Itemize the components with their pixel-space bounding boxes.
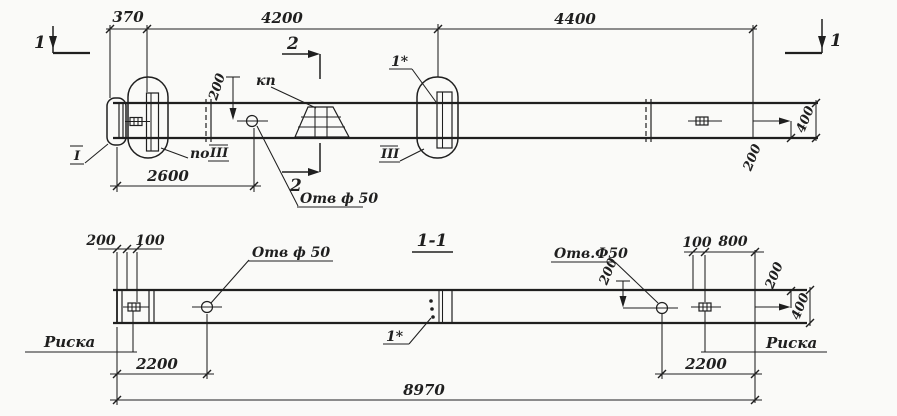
section-1-left-mark: 1: [34, 26, 90, 55]
roman-I-label: I: [73, 149, 81, 164]
view-title: 1-1: [412, 231, 453, 253]
section-2-bottom-mark: 2: [282, 143, 321, 196]
1star-callout-top: 1*: [389, 54, 437, 103]
dim-2200-right-label: 2200: [684, 355, 727, 373]
section-view-1-1: 1-1 Риска: [25, 231, 827, 405]
1star-label-bottom: 1*: [386, 329, 404, 345]
riska-mark-top-left: [125, 116, 150, 127]
riska-label-left: Риска: [43, 333, 95, 351]
dim-200-end-top: 200: [740, 117, 796, 174]
dim-100-left-label: 100: [135, 233, 164, 249]
hole-callout-bottom-right: Отв.Ф50: [551, 246, 659, 304]
roman-III-label-middle: III: [380, 147, 400, 162]
dim-chain-top: 370 4200 4400: [105, 8, 758, 139]
weld-joint-bottom-left: [148, 290, 155, 323]
dim-8970-label: 8970: [403, 381, 445, 399]
hole-bottom-left: [192, 300, 222, 314]
1star-callout-bottom: 1*: [383, 317, 432, 345]
weld-joint-right: [645, 99, 652, 142]
riska-callout-left: Риска: [25, 333, 137, 353]
riska-mark-bottom-right: [691, 302, 721, 352]
po-III-callout: по III: [160, 144, 229, 162]
dim-200-left-label: 200: [85, 233, 115, 249]
riska-label-right: Риска: [765, 334, 817, 352]
dim-200-100-left: 200 100: [85, 233, 165, 302]
dim-200-end-top-label: 200: [740, 142, 764, 174]
dim-200-hole-right: 200: [596, 256, 630, 308]
hole-label-top: Отв ф 50: [300, 191, 378, 207]
section-2-bottom-label: 2: [289, 176, 302, 196]
view-title-label: 1-1: [417, 231, 448, 251]
riska-mark-bottom-left: [123, 302, 149, 352]
po-label: по: [190, 146, 210, 162]
section-1-left-label: 1: [34, 33, 46, 53]
dim-200-end-bottom: 200: [755, 260, 796, 311]
section-1-right-label: 1: [830, 31, 842, 51]
roman-I-callout: I: [70, 143, 109, 165]
section-2-top-label: 2: [286, 34, 299, 54]
kp-patch: [294, 106, 350, 138]
kp-label: кп: [256, 73, 276, 89]
dim-100-800-right: 100 800: [682, 234, 764, 302]
top-view: 200 кп 2 2: [34, 8, 842, 208]
hole-callout-bottom-left: Отв ф 50: [210, 245, 333, 304]
kp-callout: кп: [256, 73, 317, 109]
hole-callout-top: Отв ф 50: [256, 125, 378, 208]
roman-III-callout-middle: III: [379, 145, 425, 163]
middle-joint-bottom: [429, 290, 453, 323]
hole-top-view: [237, 114, 268, 128]
riska-mark-top-right: [688, 116, 722, 126]
dim-2600-label: 2600: [146, 167, 189, 185]
dim-4200-label: 4200: [261, 9, 303, 27]
po-num-label: III: [209, 146, 229, 161]
dim-8970: 8970: [110, 381, 762, 405]
section-2-top-mark: 2: [282, 34, 321, 79]
dim-200-end-bottom-label: 200: [762, 260, 786, 292]
riska-callout-right: Риска: [701, 334, 827, 353]
dim-400-end-top: 400: [794, 98, 821, 143]
hole-label-bottom-left: Отв ф 50: [252, 245, 330, 261]
1star-label-top: 1*: [391, 54, 409, 70]
dim-800-right-label: 800: [718, 234, 747, 250]
section-1-right-mark: 1: [785, 19, 842, 55]
dim-370-label: 370: [112, 8, 144, 26]
beam-outline: [113, 101, 818, 140]
dim-2200-left-label: 2200: [135, 355, 178, 373]
dim-4400-label: 4400: [554, 10, 596, 28]
dim-200-hole-label: 200: [206, 72, 229, 103]
middle-collar: [416, 76, 459, 159]
dim-100-right-label: 100: [682, 235, 711, 251]
dim-400-end-top-label: 400: [794, 104, 818, 135]
hole-label-bottom-right: Отв.Ф50: [554, 246, 628, 262]
hole-bottom-right: [623, 301, 678, 315]
dim-2200-left: 2200: [110, 314, 214, 405]
dim-2600: 2600: [110, 128, 261, 192]
dim-400-end-bottom: 400: [789, 285, 815, 328]
dim-2200-right: 2200: [655, 314, 762, 379]
dim-400-end-bottom-label: 400: [789, 291, 813, 322]
beam-outline-bottom: [113, 288, 807, 325]
weld-joint-left: [205, 99, 212, 142]
